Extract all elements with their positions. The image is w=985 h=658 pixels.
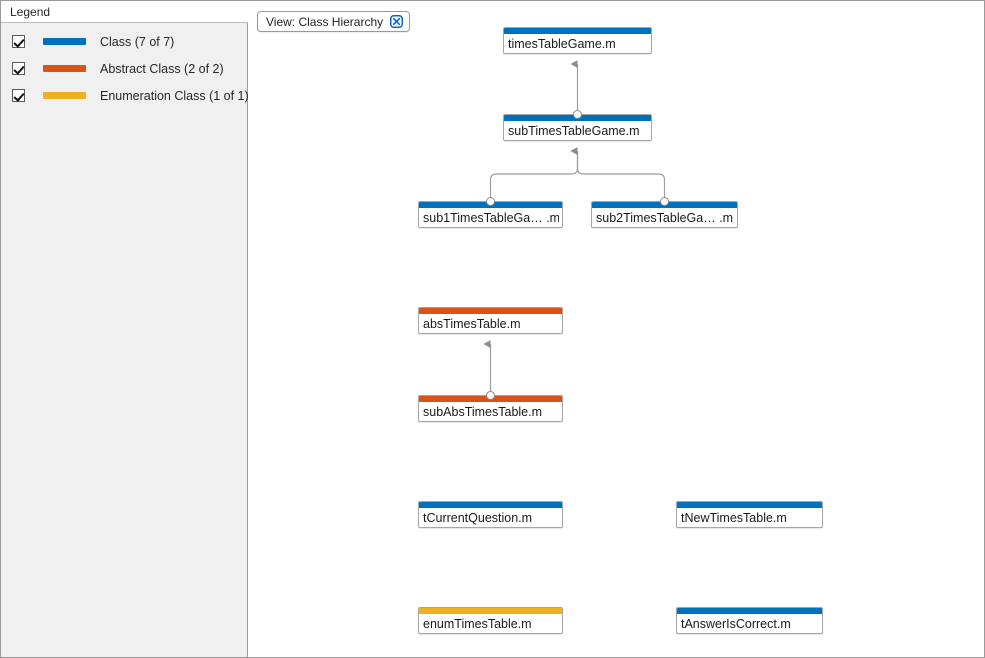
legend-label-abstract-class: Abstract Class (2 of 2) xyxy=(100,61,224,76)
class-node[interactable]: tCurrentQuestion.m xyxy=(418,501,563,528)
legend-label-class: Class (7 of 7) xyxy=(100,34,175,49)
class-node-color-bar xyxy=(419,502,562,508)
graph-edges xyxy=(483,60,666,391)
class-node-color-bar xyxy=(419,608,562,614)
legend-item-class[interactable]: Class (7 of 7) xyxy=(1,28,247,55)
class-node-port xyxy=(486,196,495,206)
class-node-label: tCurrentQuestion.m xyxy=(423,510,533,525)
class-node-label: sub1TimesTableGa… .m xyxy=(423,210,559,225)
class-node-color-bar xyxy=(419,308,562,314)
class-node-color-bar xyxy=(504,28,651,34)
class-node-label: tAnswerIsCorrect.m xyxy=(681,616,791,631)
class-node-port xyxy=(486,390,495,400)
class-node-label: sub2TimesTableGa… .m xyxy=(596,210,734,225)
class-node-color-bar xyxy=(677,502,822,508)
legend-panel: Legend Class (7 of 7) Abstract Class (2 … xyxy=(1,1,249,657)
class-node-port xyxy=(660,196,669,206)
class-node-label: subTimesTableGame.m xyxy=(508,123,640,138)
class-node-label: subAbsTimesTable.m xyxy=(423,404,543,419)
inheritance-edge xyxy=(570,147,666,197)
class-node-label: absTimesTable.m xyxy=(423,316,521,331)
legend-list: Class (7 of 7) Abstract Class (2 of 2) E… xyxy=(1,24,249,657)
class-node[interactable]: enumTimesTable.m xyxy=(418,607,563,634)
class-node[interactable]: tAnswerIsCorrect.m xyxy=(676,607,823,634)
view-mode-chip[interactable]: View: Class Hierarchy xyxy=(257,11,411,32)
legend-title: Legend xyxy=(10,5,51,19)
view-mode-label: View: Class Hierarchy xyxy=(266,14,384,29)
class-node-label: tNewTimesTable.m xyxy=(681,510,787,525)
class-node-port xyxy=(573,109,582,119)
class-node[interactable]: absTimesTable.m xyxy=(418,307,563,334)
legend-swatch-class xyxy=(43,38,86,45)
legend-header: Legend xyxy=(1,1,248,23)
legend-swatch-abstract-class xyxy=(43,65,86,72)
class-node-label: enumTimesTable.m xyxy=(423,616,532,631)
legend-label-enumeration-class: Enumeration Class (1 of 1) xyxy=(100,88,249,103)
legend-checkbox-enumeration-class[interactable] xyxy=(12,89,25,102)
class-node[interactable]: timesTableGame.m xyxy=(503,27,652,54)
graph-canvas[interactable]: timesTableGame.m subTimesTableGame.m sub1T… xyxy=(249,1,984,657)
inheritance-edge xyxy=(489,147,579,197)
class-node-label: timesTableGame.m xyxy=(508,36,616,51)
close-circle-icon[interactable] xyxy=(390,15,404,28)
legend-checkbox-abstract-class[interactable] xyxy=(12,62,25,75)
legend-item-enumeration-class[interactable]: Enumeration Class (1 of 1) xyxy=(1,82,249,109)
class-node[interactable]: tNewTimesTable.m xyxy=(676,501,823,528)
class-node-color-bar xyxy=(677,608,822,614)
legend-checkbox-class[interactable] xyxy=(12,35,25,48)
legend-item-abstract-class[interactable]: Abstract Class (2 of 2) xyxy=(1,55,247,82)
legend-swatch-enumeration-class xyxy=(43,92,86,99)
